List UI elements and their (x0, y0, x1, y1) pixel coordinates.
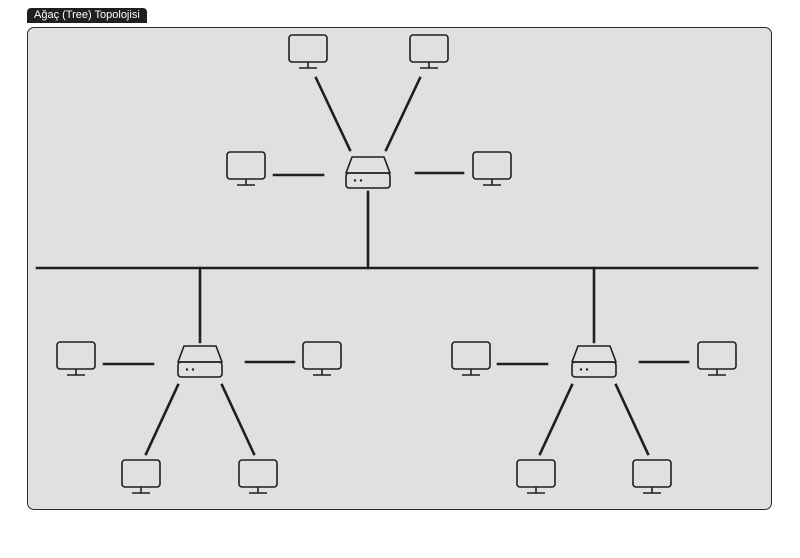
network-links (35, 76, 759, 456)
link-top-pc-1 (314, 76, 352, 152)
link-top-pc-2 (384, 76, 422, 152)
hub-icon (345, 156, 391, 189)
computer-icon (302, 341, 342, 376)
link-right-pc-4 (614, 383, 650, 456)
link-left-pc-3 (144, 383, 180, 456)
computer-icon (238, 459, 278, 494)
computer-icon (288, 34, 328, 69)
computer-icon (632, 459, 672, 494)
hub-icon (571, 345, 617, 378)
computer-icon (121, 459, 161, 494)
computer-icon (226, 151, 266, 186)
computer-icon (56, 341, 96, 376)
computer-icon (516, 459, 556, 494)
computer-icon (472, 151, 512, 186)
hub-icon (177, 345, 223, 378)
link-left-pc-4 (220, 383, 256, 456)
computer-icon (697, 341, 737, 376)
computer-icon (451, 341, 491, 376)
diagram-title: Ağaç (Tree) Topolojisi (27, 8, 147, 23)
link-right-pc-3 (538, 383, 574, 456)
computer-icon (409, 34, 449, 69)
